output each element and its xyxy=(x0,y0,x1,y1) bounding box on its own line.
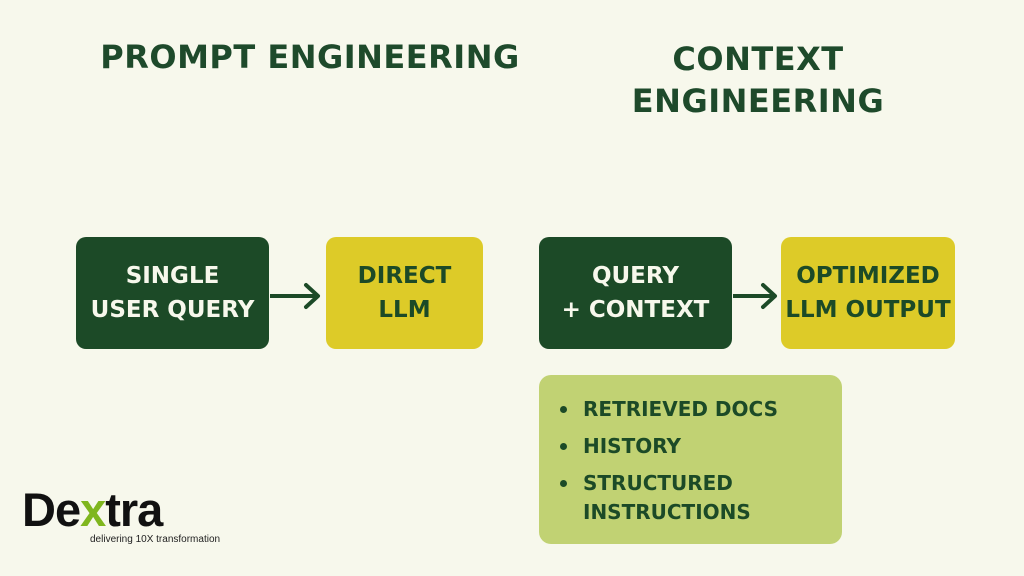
prompt-engineering-heading: PROMPT ENGINEERING xyxy=(100,38,520,76)
bullet-icon xyxy=(560,443,567,450)
arrow-right-icon xyxy=(733,283,777,309)
logo-text-start: De xyxy=(22,483,81,536)
bullet-icon xyxy=(560,480,567,487)
logo-text-end: tra xyxy=(105,483,163,536)
direct-llm-box: DIRECT LLM xyxy=(326,237,483,349)
dextra-logo: Dextra delivering 10X transformation xyxy=(22,484,221,546)
bullet-icon xyxy=(560,406,567,413)
single-user-query-box: SINGLE USER QUERY xyxy=(76,237,269,349)
logo-tagline: delivering 10X transformation xyxy=(90,534,221,545)
context-sources-panel: RETRIEVED DOCS HISTORY STRUCTURED INSTRU… xyxy=(539,375,842,544)
context-engineering-heading: CONTEXT ENGINEERING xyxy=(631,40,885,120)
list-item-label: STRUCTURED INSTRUCTIONS xyxy=(583,471,751,524)
list-item-label: RETRIEVED DOCS xyxy=(583,397,778,421)
logo-text-x: x xyxy=(80,483,106,536)
list-item: RETRIEVED DOCS xyxy=(557,395,830,424)
query-context-box: QUERY + CONTEXT xyxy=(539,237,732,349)
logo-wordmark: Dextra xyxy=(22,484,220,536)
optimized-llm-output-box: OPTIMIZED LLM OUTPUT xyxy=(781,237,955,349)
list-item-label: HISTORY xyxy=(583,434,682,458)
list-item: HISTORY xyxy=(557,432,830,461)
arrow-right-icon xyxy=(270,283,320,309)
context-sources-list: RETRIEVED DOCS HISTORY STRUCTURED INSTRU… xyxy=(557,395,830,527)
list-item: STRUCTURED INSTRUCTIONS xyxy=(557,469,830,527)
